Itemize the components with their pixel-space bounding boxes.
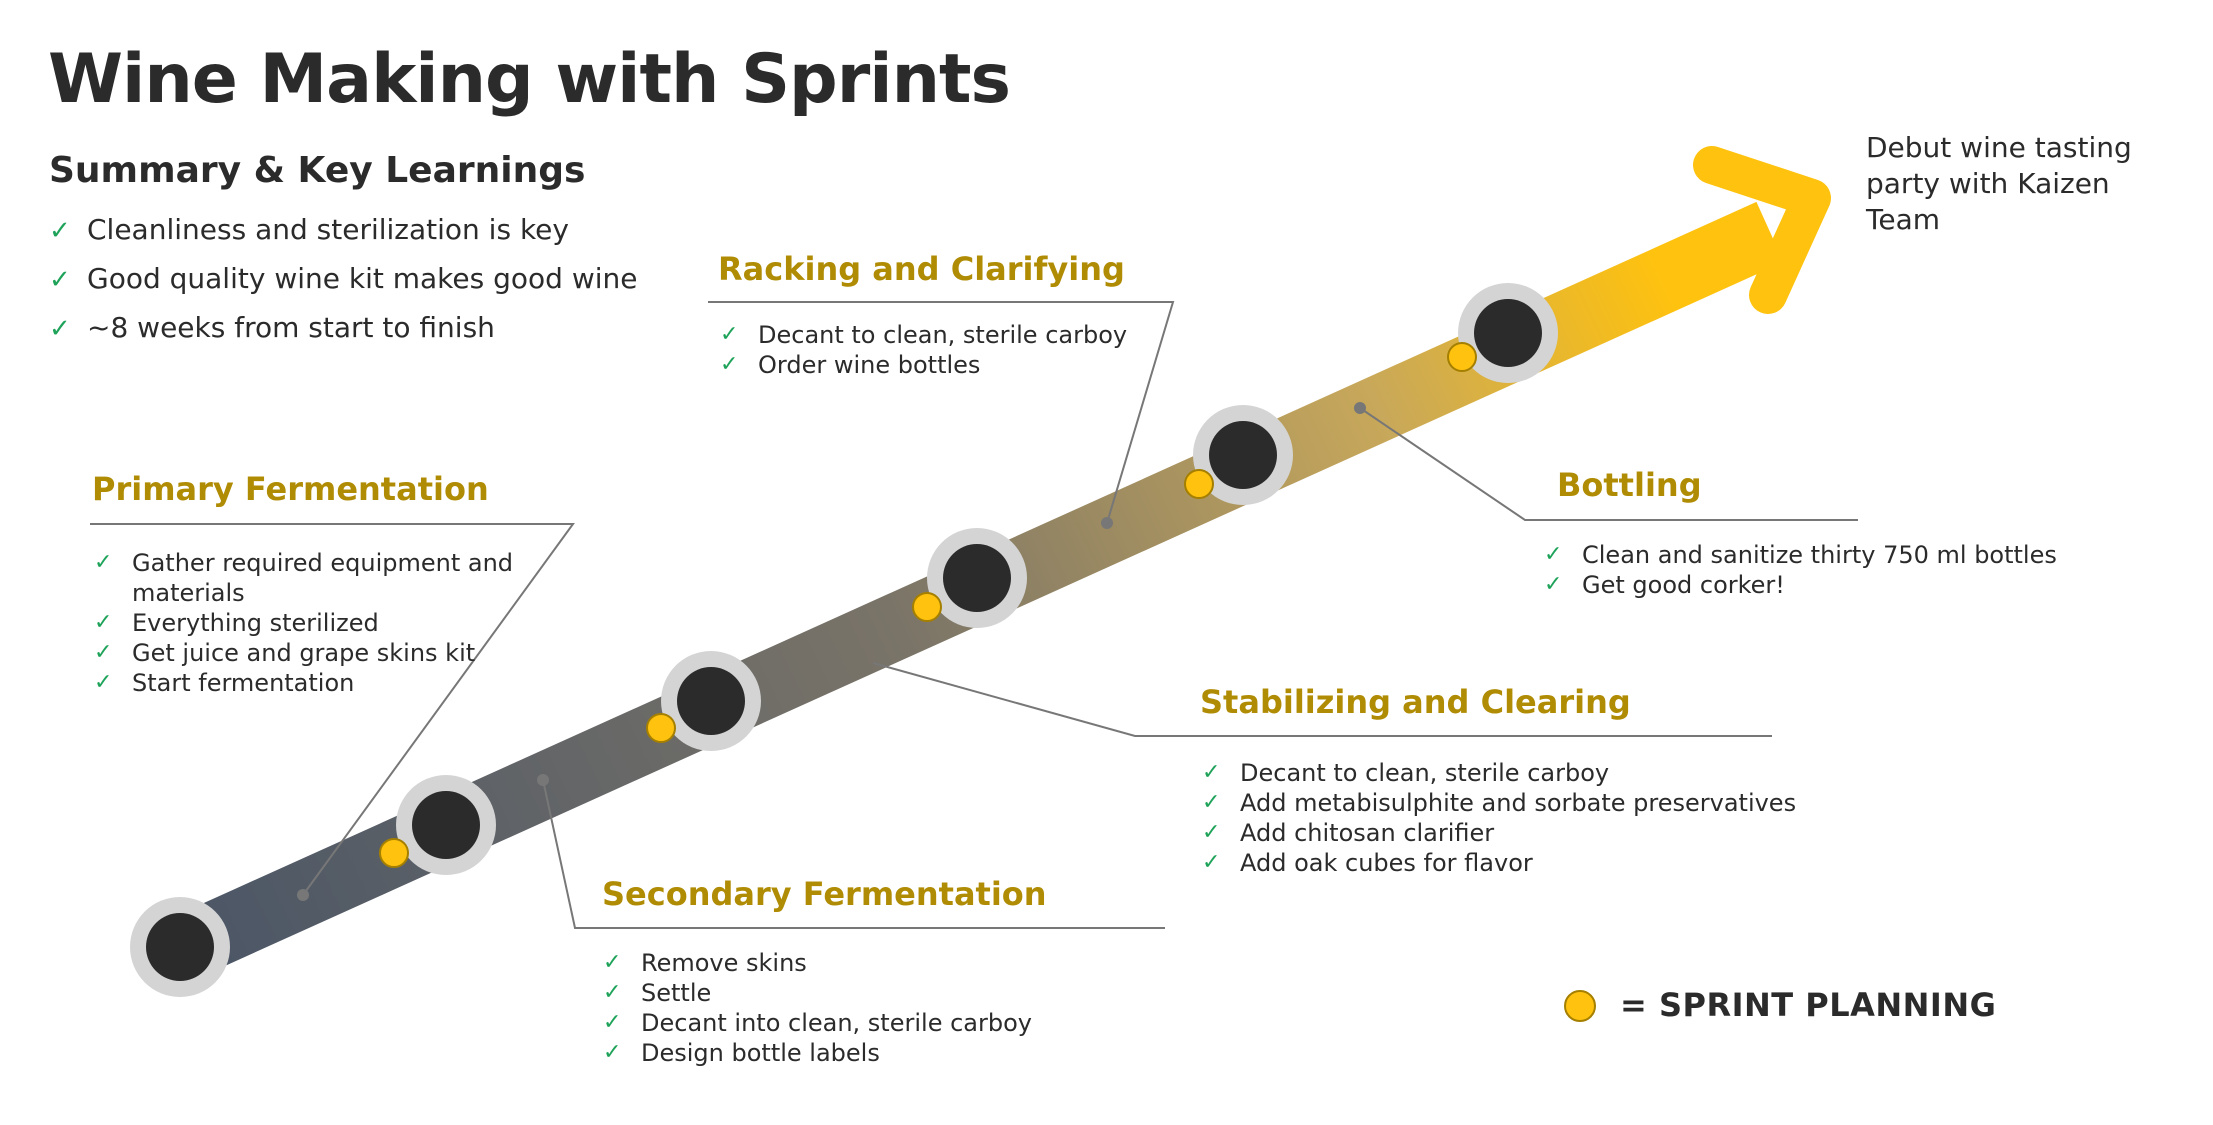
connector-stabilizing: [872, 662, 1772, 737]
sprint-dot-1: [379, 838, 409, 868]
stage-stabilizing-clearing: Stabilizing and Clearing: [1200, 683, 1631, 721]
page-title: Wine Making with Sprints: [48, 40, 1011, 119]
check-icon: ✓: [1544, 572, 1563, 597]
connector-bottling: [1359, 407, 1858, 521]
stage-racking-clarifying: Racking and Clarifying: [718, 250, 1125, 288]
check-icon: ✓: [94, 550, 113, 575]
milestone-2: [396, 775, 496, 875]
check-icon: ✓: [603, 950, 622, 975]
check-icon: ✓: [49, 265, 71, 295]
stage-bottling-list: ✓Clean and sanitize thirty 750 ml bottle…: [1544, 540, 2104, 600]
stage-title: Primary Fermentation: [92, 470, 489, 508]
milestone-3: [661, 651, 761, 751]
check-icon: ✓: [94, 610, 113, 635]
stage-item: ✓Everything sterilized: [94, 609, 379, 637]
connector-lines: [90, 301, 1858, 929]
check-icon: ✓: [1544, 542, 1563, 567]
milestone-1: [130, 897, 230, 997]
stage-item: ✓Design bottle labels: [603, 1039, 880, 1067]
check-icon: ✓: [49, 314, 71, 344]
goal-text: Debut wine tasting party with Kaizen Tea…: [1866, 131, 2132, 236]
connector-primary: [90, 523, 575, 896]
legend-sprint-dot: [1564, 990, 1596, 1022]
milestone-4: [927, 528, 1027, 628]
milestone-6: [1458, 283, 1558, 383]
check-icon: ✓: [720, 352, 739, 377]
sprint-dots: [379, 342, 1477, 868]
connector-endpoints: [297, 402, 1366, 901]
stage-item: ✓Decant into clean, sterile carboy: [603, 1009, 1032, 1037]
check-icon: ✓: [49, 216, 71, 246]
stage-item: ✓Gather required equipment and materials: [94, 549, 514, 607]
summary-heading: Summary & Key Learnings: [49, 150, 586, 191]
check-icon: ✓: [1202, 790, 1221, 815]
check-icon: ✓: [603, 1010, 622, 1035]
stage-title: Stabilizing and Clearing: [1200, 683, 1631, 721]
check-icon: ✓: [603, 980, 622, 1005]
stage-stabilizing-list: ✓Decant to clean, sterile carboy ✓Add me…: [1202, 758, 1822, 878]
stage-item: ✓Add metabisulphite and sorbate preserva…: [1202, 789, 1797, 817]
stage-item: ✓Get juice and grape skins kit: [94, 639, 476, 667]
stage-racking-list: ✓Decant to clean, sterile carboy ✓Order …: [720, 320, 1240, 380]
check-icon: ✓: [1202, 820, 1221, 845]
check-icon: ✓: [94, 670, 113, 695]
sprint-dot-2: [646, 713, 676, 743]
milestones: [130, 283, 1558, 997]
connector-secondary: [542, 779, 1165, 929]
stage-bottling: Bottling: [1557, 466, 1702, 504]
check-icon: ✓: [94, 640, 113, 665]
stage-item: ✓Remove skins: [603, 949, 807, 977]
summary-list: ✓Cleanliness and sterilization is key ✓G…: [49, 206, 637, 353]
stage-title: Racking and Clarifying: [718, 250, 1125, 288]
stage-item: ✓Add chitosan clarifier: [1202, 819, 1495, 847]
stage-item: ✓Start fermentation: [94, 669, 355, 697]
check-icon: ✓: [1202, 850, 1221, 875]
stage-secondary-list: ✓Remove skins ✓Settle ✓Decant into clean…: [603, 948, 1163, 1068]
connector-racking: [708, 301, 1175, 524]
stage-item: ✓Order wine bottles: [720, 351, 981, 379]
legend-label: = SPRINT PLANNING: [1620, 986, 1997, 1024]
stage-title: Bottling: [1557, 466, 1702, 504]
timeline-arrow-head: [1693, 146, 1831, 314]
stage-item: ✓Decant to clean, sterile carboy: [720, 321, 1128, 349]
summary-item: ✓Good quality wine kit makes good wine: [49, 255, 637, 304]
stage-item: ✓Get good corker!: [1544, 571, 1785, 599]
sprint-dot-4: [1184, 469, 1214, 499]
stage-item: ✓Settle: [603, 979, 712, 1007]
stage-item: ✓Add oak cubes for flavor: [1202, 849, 1533, 877]
sprint-dot-3: [912, 592, 942, 622]
milestone-5: [1193, 405, 1293, 505]
stage-title: Secondary Fermentation: [602, 875, 1047, 913]
stage-primary-fermentation: Primary Fermentation: [92, 470, 489, 508]
sprint-dot-5: [1447, 342, 1477, 372]
summary-item: ✓~8 weeks from start to finish: [49, 304, 637, 353]
check-icon: ✓: [603, 1040, 622, 1065]
stage-secondary-fermentation: Secondary Fermentation: [602, 875, 1047, 913]
check-icon: ✓: [1202, 760, 1221, 785]
stage-item: ✓Decant to clean, sterile carboy: [1202, 759, 1610, 787]
stage-primary-list: ✓Gather required equipment and materials…: [94, 548, 524, 698]
stage-item: ✓Clean and sanitize thirty 750 ml bottle…: [1544, 541, 2057, 569]
check-icon: ✓: [720, 322, 739, 347]
summary-item: ✓Cleanliness and sterilization is key: [49, 206, 637, 255]
